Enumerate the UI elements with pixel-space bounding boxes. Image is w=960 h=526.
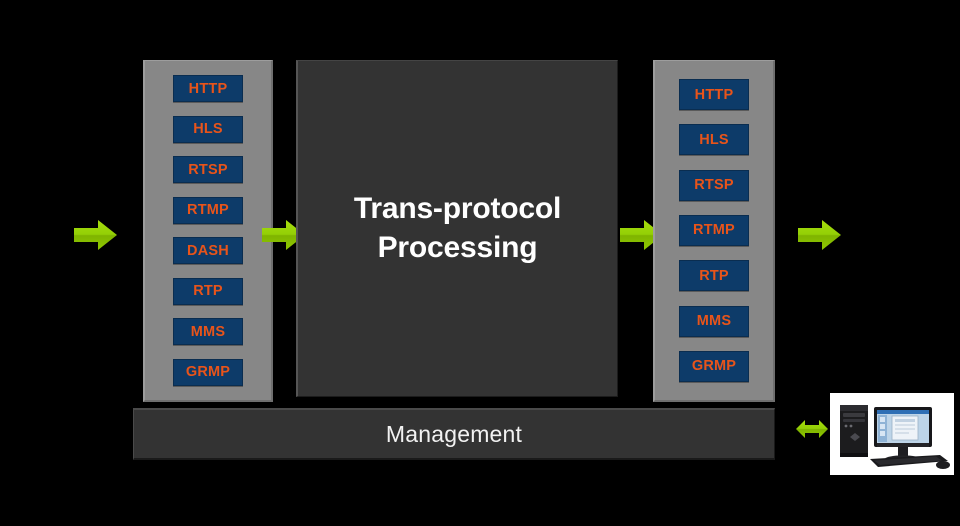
arrow-management-link-icon (796, 416, 828, 442)
protocol-chip-mms-out[interactable]: MMS (679, 305, 749, 337)
protocol-chip-http-out[interactable]: HTTP (679, 79, 749, 110)
protocol-chip-mms-in[interactable]: MMS (173, 318, 243, 346)
arrow-input-stream-icon (74, 218, 118, 252)
protocol-chip-rtsp-in[interactable]: RTSP (173, 156, 243, 184)
protocol-chip-hls-out[interactable]: HLS (679, 124, 749, 156)
arrow-input-to-center-icon (262, 218, 306, 252)
protocol-chip-grmp-in[interactable]: GRMP (173, 358, 243, 386)
protocol-chip-rtmp-out[interactable]: RTMP (679, 214, 749, 246)
protocol-chip-rtp-in[interactable]: RTP (173, 277, 243, 305)
trans-protocol-processing-box: Trans-protocol Processing (296, 60, 618, 397)
arrow-output-stream-icon (798, 218, 842, 252)
protocol-chip-hls-in[interactable]: HLS (173, 115, 243, 143)
output-protocol-panel: HTTP HLS RTSP RTMP RTP MMS GRMP (653, 60, 775, 402)
protocol-chip-http-in[interactable]: HTTP (173, 75, 243, 102)
management-label: Management (385, 420, 523, 447)
input-protocol-panel: HTTP HLS RTSP RTMP DASH RTP MMS GRMP (143, 60, 273, 402)
center-box-title: Trans-protocol Processing (353, 192, 562, 264)
arrow-center-to-output-icon (620, 218, 664, 252)
protocol-chip-rtp-out[interactable]: RTP (679, 260, 749, 292)
protocol-chip-rtsp-out[interactable]: RTSP (679, 169, 749, 201)
protocol-chip-grmp-out[interactable]: GRMP (679, 350, 749, 382)
management-workstation-icon (830, 393, 954, 475)
management-bar: Management (133, 408, 775, 460)
protocol-chip-rtmp-in[interactable]: RTMP (173, 196, 243, 224)
protocol-chip-dash-in[interactable]: DASH (173, 237, 243, 265)
